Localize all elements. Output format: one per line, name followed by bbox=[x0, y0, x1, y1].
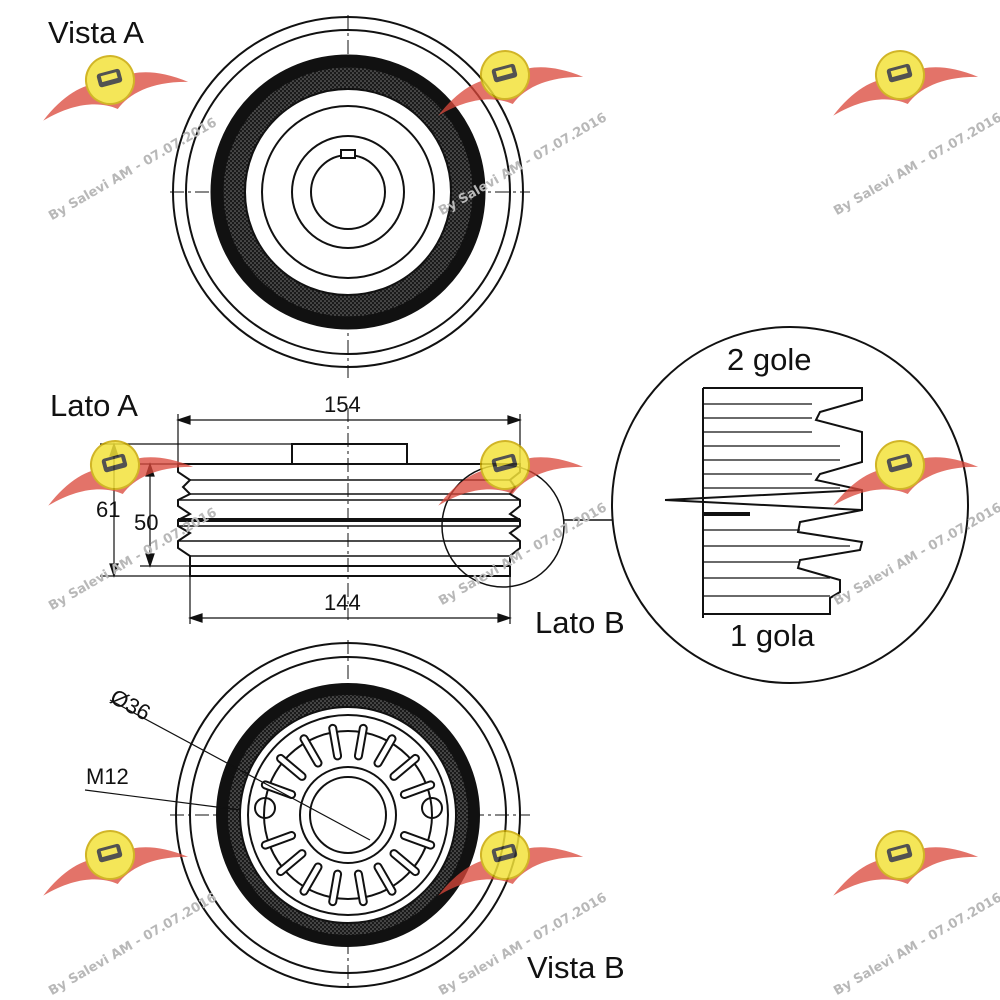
lato-b-label: Lato B bbox=[535, 605, 625, 640]
dimension-lines bbox=[100, 414, 522, 624]
hub-slot-inner bbox=[301, 864, 321, 894]
hub-slot-inner bbox=[330, 871, 341, 905]
hub-slot-inner bbox=[391, 755, 418, 779]
hub-slot-inner bbox=[401, 782, 434, 797]
hub-slot-inner bbox=[375, 864, 395, 894]
dimension-61: 61 bbox=[96, 497, 121, 522]
groove-detail-view bbox=[611, 326, 969, 684]
hub-slot-inner bbox=[355, 725, 366, 759]
lato-a-view bbox=[177, 408, 612, 620]
hub-slot-inner bbox=[278, 755, 305, 779]
hub-slot-inner bbox=[391, 851, 418, 875]
hub-slot-inner bbox=[401, 833, 434, 848]
dimension-144: 144 bbox=[324, 590, 361, 615]
vista-a-label: Vista A bbox=[48, 15, 144, 50]
hub-slot-inner bbox=[262, 833, 295, 848]
dimension-154: 154 bbox=[324, 392, 361, 417]
hub-slot-inner bbox=[330, 725, 341, 759]
vista-a-view bbox=[170, 15, 530, 378]
hub-slot-inner bbox=[375, 736, 395, 766]
hub-slot-inner bbox=[278, 851, 305, 875]
detail-top-label: 2 gole bbox=[727, 342, 812, 377]
hub-slot-inner bbox=[355, 871, 366, 905]
vista-b-label: Vista B bbox=[527, 950, 625, 985]
hub-slot-inner bbox=[301, 736, 321, 766]
lato-a-label: Lato A bbox=[50, 388, 138, 423]
dimension-50: 50 bbox=[134, 510, 159, 535]
thread-label: M12 bbox=[86, 764, 129, 789]
vista-b-view bbox=[84, 640, 530, 990]
detail-bottom-label: 1 gola bbox=[730, 618, 815, 653]
